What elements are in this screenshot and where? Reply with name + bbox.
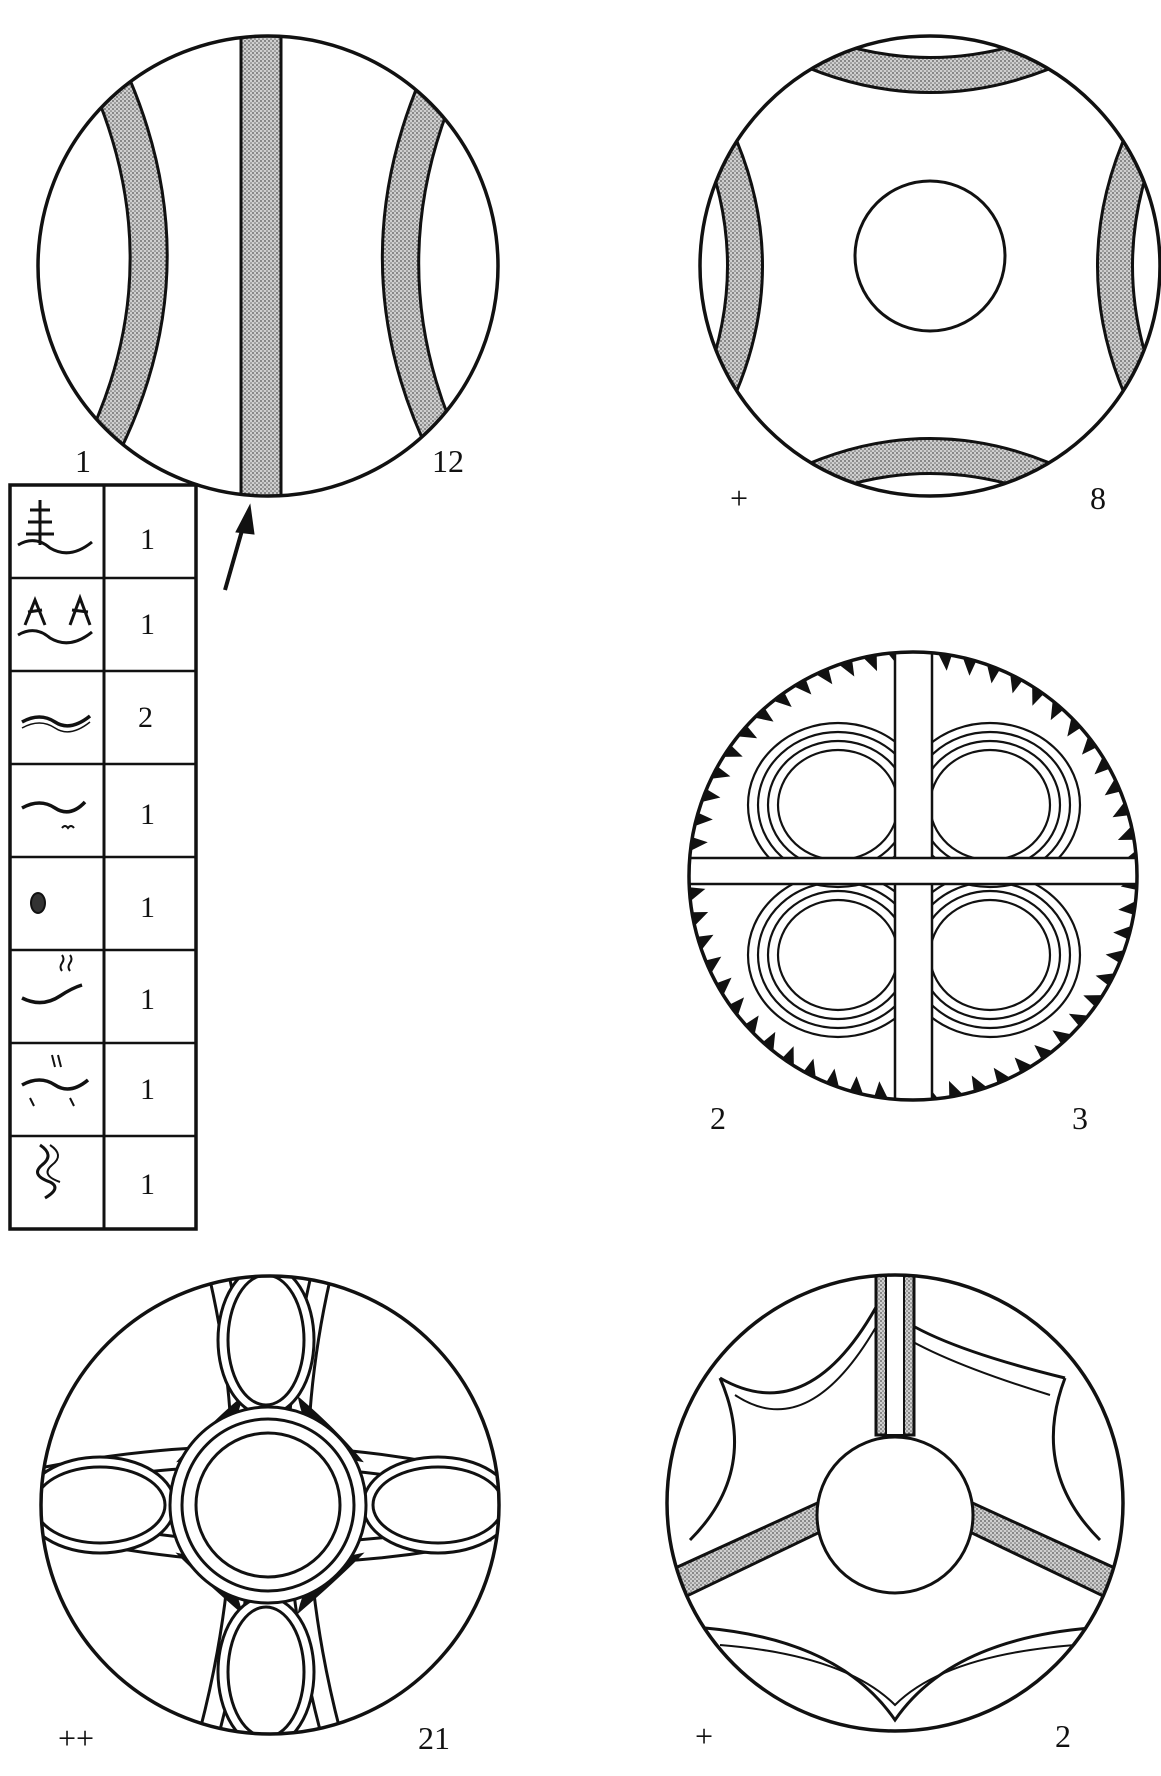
web-curve <box>1053 1378 1100 1540</box>
figure-e-right-label: 2 <box>1055 1720 1071 1752</box>
figure-a-left-label: 1 <box>75 445 91 477</box>
two-figures-on-wave-glyph <box>18 598 92 643</box>
motif-count: 1 <box>140 610 155 640</box>
motif-count: 1 <box>140 800 155 830</box>
petal-right <box>363 1457 513 1553</box>
cross-horizontal-bar <box>680 858 1150 884</box>
left-arc-band <box>80 80 167 455</box>
disc-figure-b <box>690 20 1161 512</box>
petal-top <box>218 1265 314 1415</box>
web-curve <box>705 1628 1090 1720</box>
right-arc-band <box>1098 115 1161 417</box>
motif-count: 1 <box>140 525 155 555</box>
disc-figure-e <box>660 1260 1130 1731</box>
double-wave-glyph <box>22 716 90 732</box>
wave-with-dots-glyph <box>22 802 85 828</box>
right-arc-band <box>382 80 465 455</box>
web-curve <box>690 1378 735 1540</box>
center-circle <box>855 181 1005 331</box>
tree-on-wave-glyph <box>18 500 92 553</box>
figure-a-right-label: 12 <box>432 445 464 477</box>
center-circle <box>817 1437 973 1593</box>
figure-e-left-label: + <box>695 1720 713 1752</box>
top-arc-band <box>780 20 1080 93</box>
motif-count: 1 <box>140 1170 155 1200</box>
vertical-band <box>241 20 281 520</box>
arrow-up-right-icon <box>225 505 254 590</box>
figure-d-right-label: 21 <box>418 1722 450 1754</box>
motif-table <box>10 485 196 1229</box>
wave-with-marks-glyph <box>22 1055 88 1106</box>
disc-figure-a <box>38 20 498 520</box>
bottom-arc-band <box>780 439 1080 513</box>
center-ring-outer <box>170 1407 366 1603</box>
zigzag-figure-glyph <box>38 1145 61 1198</box>
figure-c-left-label: 2 <box>710 1102 726 1134</box>
petal-bottom <box>218 1597 314 1747</box>
figure-d-left-label: ++ <box>58 1722 94 1754</box>
disc-figure-d <box>25 1265 513 1747</box>
motif-count: 1 <box>140 893 155 923</box>
disc-figure-c <box>680 640 1150 1120</box>
small-oval-glyph <box>31 893 45 913</box>
figure-b-left-label: + <box>730 482 748 514</box>
wave-with-rain-glyph <box>22 955 82 1003</box>
petal-left <box>25 1457 175 1553</box>
figure-c-right-label: 3 <box>1072 1102 1088 1134</box>
motif-count: 2 <box>138 703 153 733</box>
motif-count: 1 <box>140 985 155 1015</box>
motif-count: 1 <box>140 1075 155 1105</box>
figure-b-right-label: 8 <box>1090 482 1106 514</box>
